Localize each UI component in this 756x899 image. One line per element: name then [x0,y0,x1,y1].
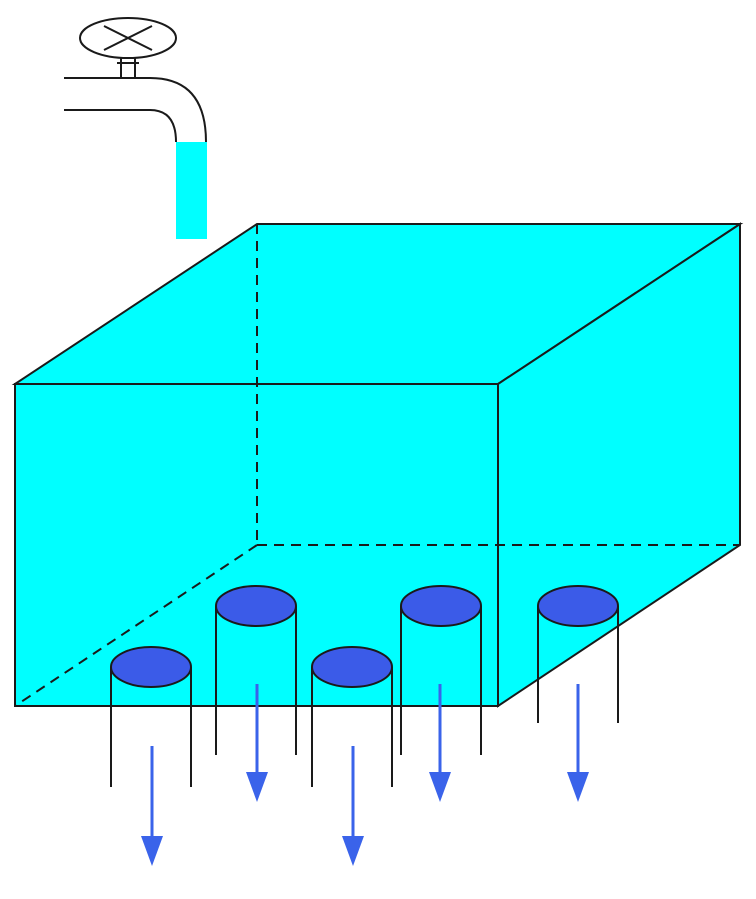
outlet-opening [400,585,482,627]
arrow-head [567,772,589,802]
flow-arrow-5-icon [567,684,589,802]
valve-stem [117,58,139,78]
arrow-head [246,772,268,802]
outlet-opening [215,585,297,627]
flow-arrows [141,684,589,866]
outlet-pipe-2 [215,585,297,755]
valve-wheel-icon [79,17,177,59]
outlet-pipes [110,585,619,787]
arrow-head [429,772,451,802]
flow-arrow-3-icon [342,746,364,866]
arrow-head [342,836,364,866]
outlet-pipe-1 [110,646,192,787]
flow-arrow-4-icon [429,684,451,802]
water-stream [176,142,207,239]
outlet-pipe-4 [400,585,482,755]
outlet-opening [110,646,192,688]
outlet-opening [311,646,393,688]
flow-arrow-2-icon [246,684,268,802]
outlet-pipe-5 [537,585,619,723]
arrow-head [141,836,163,866]
tank-hidden-edges [14,224,740,707]
faucet-pipe [64,77,207,143]
faucet [64,17,207,239]
outlet-opening [537,585,619,627]
water-tank [11,222,744,708]
outlet-pipe-3 [311,646,393,787]
flow-arrow-1-icon [141,746,163,866]
